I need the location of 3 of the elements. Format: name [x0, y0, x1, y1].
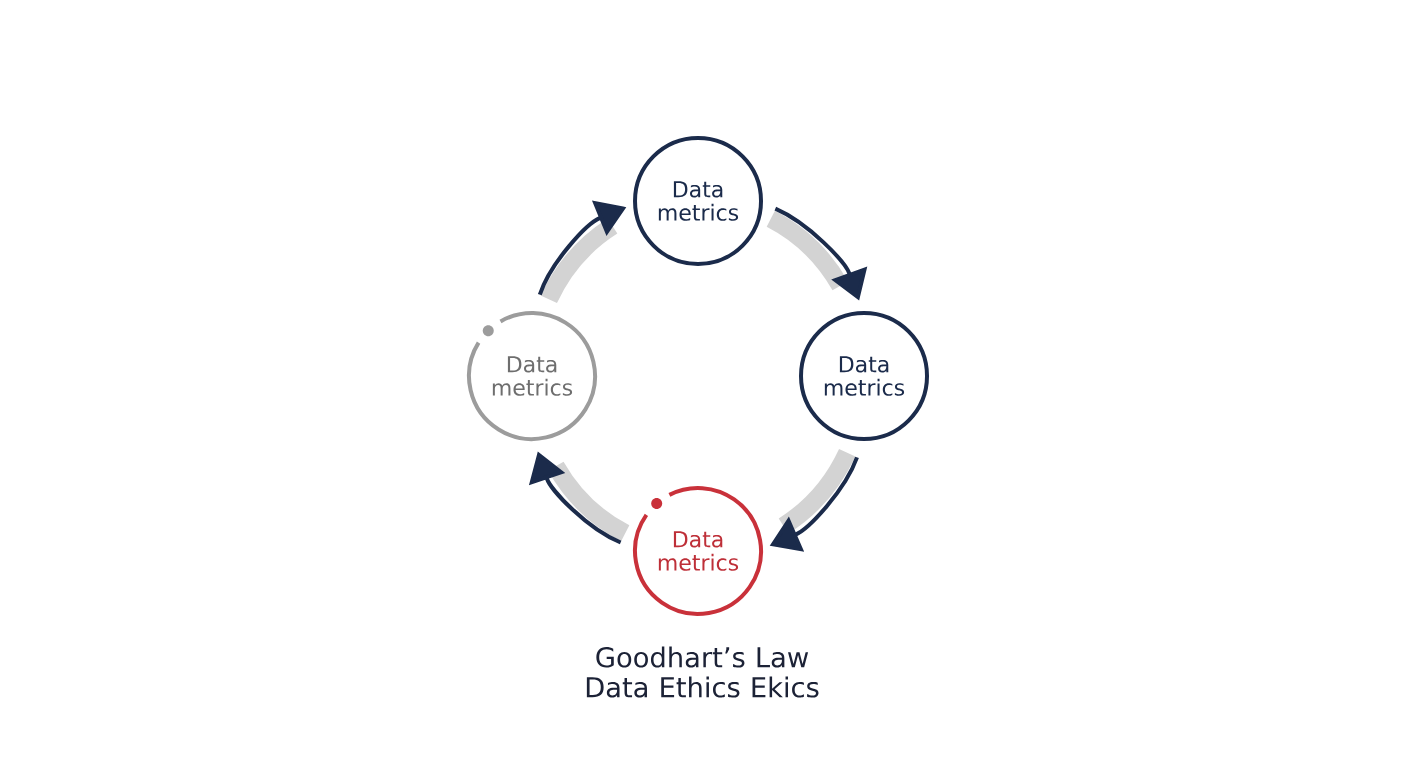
circle-node: Data metrics	[633, 136, 763, 266]
circle-node: Data metrics	[799, 311, 929, 441]
caption: Goodhart’s Law Data Ethics Ekics	[586, 646, 819, 698]
